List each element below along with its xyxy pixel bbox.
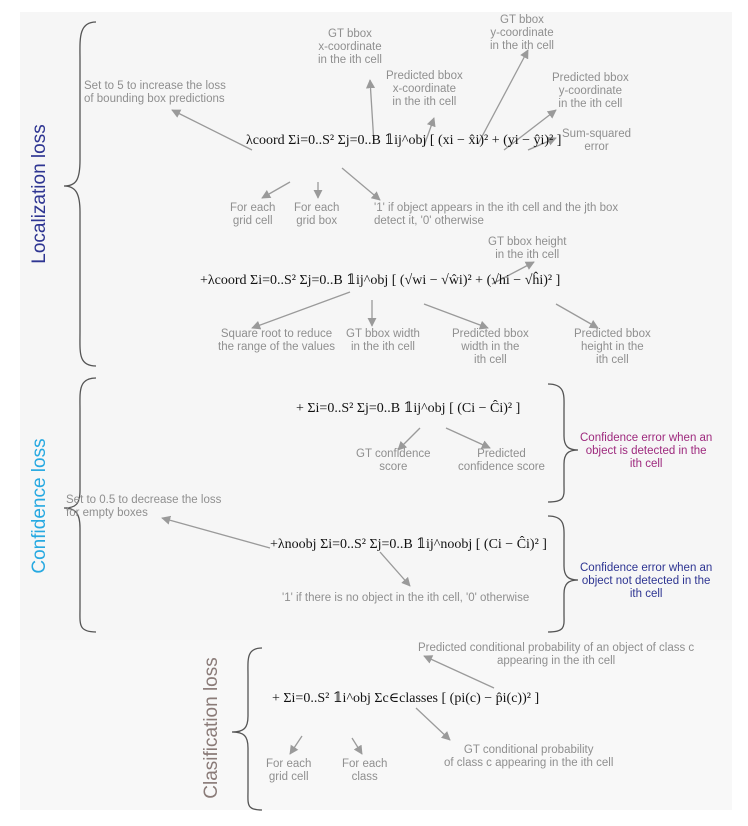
section-title-classification: Clasification loss: [201, 657, 222, 799]
arrow-gt-h: [491, 261, 535, 285]
side-note-detected: Confidence error when an object is detec…: [580, 432, 713, 470]
equation-confidence-obj: + Σi=0..S² Σj=0..B 𝟙ij^obj [ (Ci − Ĉi)² …: [296, 400, 520, 417]
arrow-pred-y: [503, 109, 557, 151]
note-gt-y: GT bbox y-coordinate in the ith cell: [490, 14, 554, 52]
equation-localization-xy: λcoord Σi=0..S² Σj=0..B 𝟙ij^obj [ (xi − …: [246, 132, 561, 149]
brace-not-detected: [547, 515, 579, 633]
equation-text-row5: + Σi=0..S² 𝟙i^obj Σc∈classes [ (pi(c) − …: [272, 691, 540, 706]
equation-classification: + Σi=0..S² 𝟙i^obj Σc∈classes [ (pi(c) − …: [272, 690, 539, 707]
band-confidence-bg: [20, 372, 732, 640]
arrow-indicator-obj: [341, 167, 381, 201]
note-pred-y: Predicted bbox y-coordinate in the ith c…: [552, 72, 629, 110]
equation-text-row1: λcoord Σi=0..S² Σj=0..B 𝟙ij^obj [ (xi − …: [246, 133, 562, 148]
arrow-pred-x: [423, 117, 436, 147]
note-gt-cond-prob: GT conditional probability of class c ap…: [444, 744, 614, 769]
equation-text-row3: + Σi=0..S² Σj=0..B 𝟙ij^obj [ (Ci − Ĉi)² …: [296, 401, 521, 416]
section-title-localization: Localization loss: [29, 124, 50, 264]
note-lambda-noobj: Set to 0.5 to decrease the loss for empt…: [66, 494, 222, 519]
section-title-confidence: Confidence loss: [29, 438, 50, 574]
equation-text-row4: +λnoobj Σi=0..S² Σj=0..B 𝟙ij^noobj [ (Ci…: [270, 537, 547, 552]
note-pred-x: Predicted bbox x-coordinate in the ith c…: [386, 70, 463, 108]
note-indicator-obj: '1' if object appears in the ith cell an…: [374, 202, 619, 227]
note-each-cell-cls: For each grid cell: [266, 758, 312, 783]
equation-text-row2: +λcoord Σi=0..S² Σj=0..B 𝟙ij^obj [ (√wi …: [200, 273, 561, 288]
note-gt-h: GT bbox height in the ith cell: [488, 236, 567, 261]
note-each-class: For each class: [342, 758, 388, 783]
note-gt-x: GT bbox x-coordinate in the ith cell: [318, 28, 382, 66]
arrow-gt-y: [477, 49, 529, 145]
brace-classification: [231, 647, 263, 811]
note-gt-w: GT bbox width in the ith cell: [346, 328, 420, 353]
note-sqrt: Square root to reduce the range of the v…: [218, 328, 335, 353]
band-classification-bg: [20, 640, 732, 810]
arrow-pred-h: [555, 303, 599, 329]
equation-confidence-noobj: +λnoobj Σi=0..S² Σj=0..B 𝟙ij^noobj [ (Ci…: [270, 536, 547, 553]
arrow-sum-squared: [527, 137, 557, 151]
note-each-box: For each grid box: [294, 202, 340, 227]
arrow-sqrt: [251, 291, 351, 330]
arrow-each-cell: [261, 181, 291, 199]
arrow-pred-cond-prob: [423, 655, 495, 689]
arrow-gt-conf: [397, 427, 421, 451]
note-indicator-noobj: '1' if there is no object in the ith cel…: [282, 592, 530, 604]
note-pred-h: Predicted bbox height in the ith cell: [574, 328, 651, 366]
arrow-gt-x: [365, 79, 376, 145]
arrow-lambda-coord: [171, 109, 253, 151]
note-gt-conf: GT confidence score: [356, 448, 431, 473]
brace-detected: [547, 383, 579, 503]
note-pred-cond-prob: Predicted conditional probability of an …: [418, 642, 695, 667]
arrow-each-class: [351, 737, 363, 755]
arrow-pred-conf: [445, 427, 491, 449]
arrow-each-cell-cls: [289, 735, 303, 755]
arrow-indicator-noobj: [379, 551, 411, 587]
brace-localization: [63, 21, 97, 367]
arrow-pred-w: [423, 303, 489, 330]
note-each-cell: For each grid cell: [230, 202, 276, 227]
arrow-gt-cond-prob: [415, 707, 451, 741]
brace-confidence: [63, 377, 97, 633]
equation-localization-wh: +λcoord Σi=0..S² Σj=0..B 𝟙ij^obj [ (√wi …: [200, 272, 560, 289]
note-pred-conf: Predicted confidence score: [458, 448, 545, 473]
note-pred-w: Predicted bbox width in the ith cell: [452, 328, 529, 366]
side-note-not-detected: Confidence error when an object not dete…: [580, 562, 713, 600]
note-sum-squared: Sum-squared error: [562, 128, 632, 153]
note-lambda-coord: Set to 5 to increase the loss of boundin…: [84, 80, 226, 105]
arrow-lambda-noobj: [161, 515, 271, 549]
